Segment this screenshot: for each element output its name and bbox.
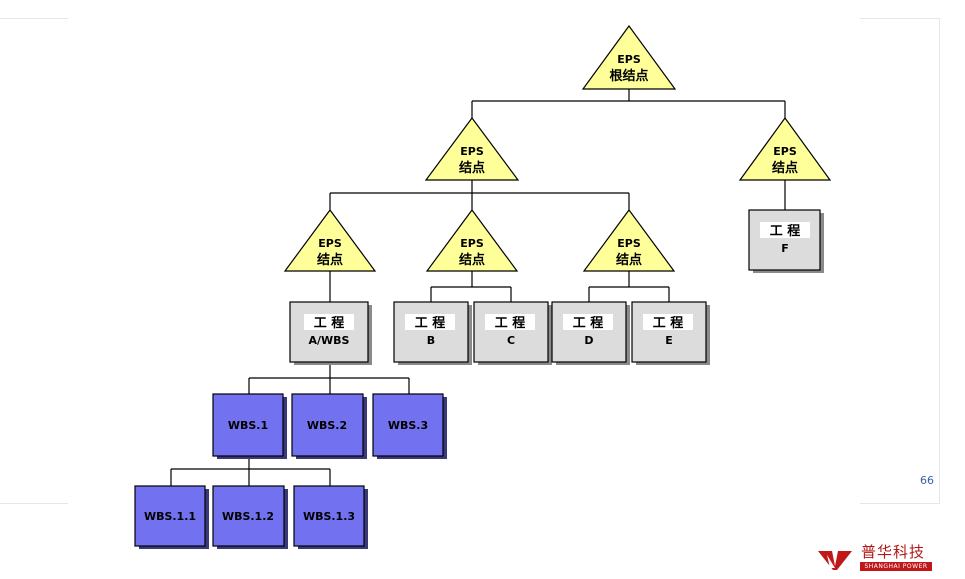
project-code: F [781,242,789,255]
eps-label: EPS [773,145,797,158]
box [212,485,285,547]
eps-triangle [424,116,520,181]
eps-node-name: 结点 [772,160,798,176]
project-box-c: 工 程 C [473,301,552,365]
eps-node-level2-a: EPS 结点 [283,208,377,272]
wbs-label: WBS.3 [388,419,428,432]
wbs-box-1-3: WBS.1.3 [293,485,368,549]
title-pill [485,314,535,330]
logo-tagline: SHANGHAI POWER [860,562,932,571]
eps-triangle [581,24,677,90]
project-title: 工 程 [495,316,526,331]
eps-label: EPS [460,145,484,158]
eps-node-name: 结点 [459,252,485,268]
project-title: 工 程 [314,316,345,331]
project-box-b: 工 程 B [393,301,472,365]
box [631,301,707,363]
project-code: E [665,334,673,347]
box [748,209,821,271]
eps-node-name: 结点 [317,252,343,268]
logo-mark-icon [818,551,852,570]
box [291,393,364,457]
eps-triangle [283,208,377,272]
project-title: 工 程 [770,224,801,239]
project-code: C [507,334,515,347]
eps-triangle [738,116,832,181]
project-title: 工 程 [573,316,604,331]
connector-lines [170,89,786,486]
title-pill [405,314,455,330]
box [393,301,469,363]
project-box-a: 工 程 A/WBS [289,301,372,365]
eps-label: EPS [460,237,484,250]
box [293,485,365,547]
wbs-box-1: WBS.1 [212,393,287,459]
wbs-label: WBS.1.1 [144,510,196,523]
title-pill [760,222,810,238]
eps-node-name: 结点 [459,160,485,176]
project-code: B [427,334,435,347]
project-title: 工 程 [415,316,446,331]
eps-node-level2-c: EPS 结点 [582,208,676,272]
box [473,301,549,363]
eps-node-level1-left: EPS 结点 [424,116,520,181]
eps-label: EPS [318,237,342,250]
eps-node-level1-right: EPS 结点 [738,116,832,181]
project-code: A/WBS [309,334,350,347]
wbs-box-1-1: WBS.1.1 [134,485,209,549]
page-number: 66 [920,474,934,487]
company-logo: 普华科技 SHANGHAI POWER [818,540,938,576]
box [212,393,284,457]
eps-root-node: EPS 根结点 [581,24,677,90]
eps-node-name: 结点 [616,252,642,268]
wbs-label: WBS.1.3 [303,510,355,523]
project-box-d: 工 程 D [551,301,630,365]
wbs-box-1-2: WBS.1.2 [212,485,288,549]
logo-name: 普华科技 [861,543,926,561]
box [134,485,206,547]
project-box-e: 工 程 E [631,301,710,365]
eps-node-level2-b: EPS 结点 [425,208,519,272]
project-title: 工 程 [653,316,684,331]
title-pill [643,314,693,330]
wbs-label: WBS.2 [307,419,347,432]
eps-label: EPS [617,237,641,250]
box [551,301,627,363]
wbs-box-3: WBS.3 [372,393,447,459]
eps-label: EPS [617,53,641,66]
project-box-f: 工 程 F [748,209,824,273]
box [289,301,369,363]
wbs-label: WBS.1 [228,419,268,432]
wbs-box-2: WBS.2 [291,393,367,459]
eps-triangle [582,208,676,272]
eps-triangle [425,208,519,272]
wbs-label: WBS.1.2 [222,510,274,523]
title-pill [304,314,354,330]
eps-node-name: 根结点 [609,68,648,84]
title-pill [563,314,613,330]
project-code: D [584,334,593,347]
box [372,393,444,457]
